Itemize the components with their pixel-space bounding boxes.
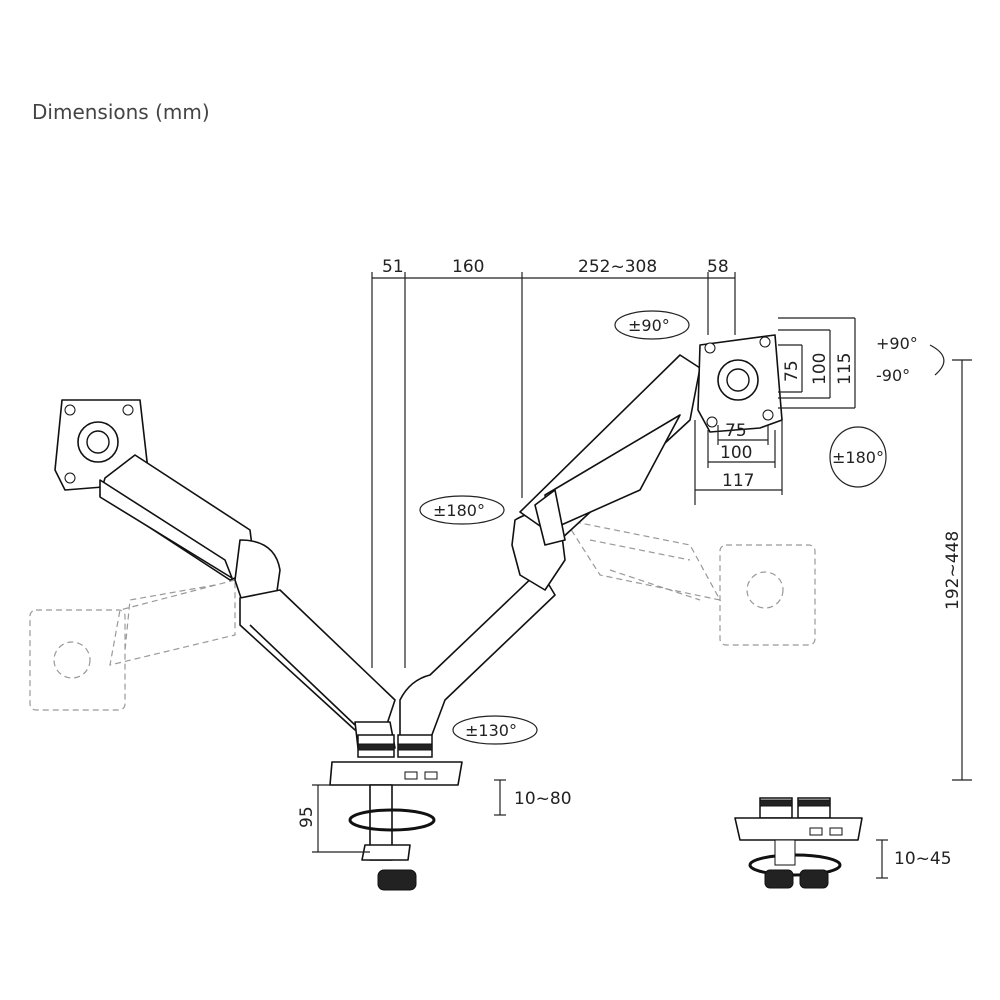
pitch-arrow-icon (929, 344, 945, 376)
rot-pitch-up: +90° (876, 334, 918, 353)
rot-tilt: ±90° (628, 316, 670, 335)
left-arm (99, 454, 396, 749)
top-dimension-lines (371, 272, 736, 668)
rot-base-swivel: ±130° (465, 721, 517, 740)
dim-grommet-range: 10~45 (894, 849, 952, 869)
dim-51: 51 (382, 257, 404, 277)
dim-160: 160 (452, 257, 484, 277)
rot-swivel-arm: ±180° (832, 448, 884, 467)
pole-and-base (329, 734, 463, 891)
dim-height-range: 192~448 (943, 531, 963, 610)
tilt-ellipse (614, 310, 690, 340)
height-dimension-line (952, 359, 972, 781)
rot-swivel-top: ±180° (433, 501, 485, 520)
base-swivel-ellipse (452, 715, 538, 745)
swivel-arm-ellipse (829, 426, 887, 488)
swivel-top-ellipse (419, 495, 505, 525)
vesa-dim-115-v: 115 (835, 353, 855, 385)
vesa-horizontal-brackets (694, 420, 783, 505)
vesa-dim-75-h: 75 (725, 421, 747, 441)
ghost-right-arm (563, 519, 816, 646)
diagram-title: Dimensions (mm) (32, 100, 210, 124)
right-arm (399, 354, 701, 741)
rot-pitch-down: -90° (876, 366, 910, 385)
clamp-dimension-lines (312, 779, 506, 853)
vesa-dim-100-h: 100 (720, 443, 752, 463)
vesa-dim-75-v: 75 (782, 360, 802, 382)
dim-58: 58 (707, 257, 729, 277)
ghost-left-arm (29, 579, 236, 711)
right-vesa-plate (697, 334, 783, 433)
vesa-dim-117-h: 117 (722, 471, 754, 491)
grommet-dimension-line (876, 839, 888, 879)
dim-252-308: 252~308 (578, 257, 657, 277)
dim-clamp-range: 10~80 (514, 789, 572, 809)
vesa-dim-100-v: 100 (810, 353, 830, 385)
vesa-vertical-brackets (778, 317, 856, 409)
grommet-base (734, 797, 863, 889)
dim-clamp-height: 95 (297, 806, 317, 828)
